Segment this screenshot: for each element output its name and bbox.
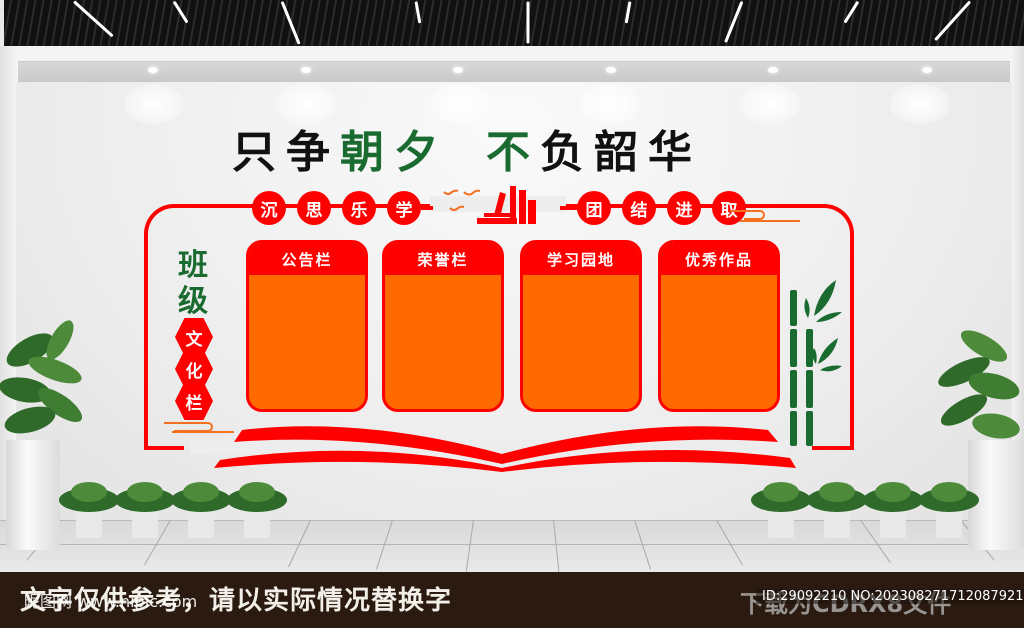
side-title-char: 班	[178, 248, 208, 283]
birds-icon	[443, 189, 481, 211]
wall-light-spot	[276, 84, 336, 124]
wall-light-spot	[124, 84, 184, 124]
motto-circle: 乐	[342, 191, 376, 225]
large-plant-pot-left	[6, 440, 60, 550]
panel-title: 优秀作品	[661, 243, 777, 275]
wall-light-spot	[430, 84, 490, 124]
ceiling-light	[934, 0, 972, 42]
ceiling-light	[72, 0, 114, 38]
ceiling-light	[843, 0, 860, 24]
downlight	[922, 67, 932, 73]
floor-tile-line	[0, 544, 1024, 545]
panel-title: 公告栏	[249, 243, 365, 275]
side-hex-char: 栏	[175, 382, 213, 420]
large-plant-left	[0, 320, 83, 434]
headline-char: 负	[540, 127, 594, 178]
motto-circle: 进	[667, 191, 701, 225]
wall-light-spot	[580, 84, 640, 124]
headline-char: 只	[232, 127, 286, 178]
motto-circle: 思	[297, 191, 331, 225]
left-pillar	[0, 46, 18, 526]
watermark-text: 昵图网 www.nipic.com	[24, 592, 198, 611]
headline-char: 韶	[594, 127, 648, 178]
ceiling-light	[280, 0, 301, 45]
small-plants-left	[59, 482, 287, 538]
ceiling-light	[526, 1, 530, 44]
open-book-icon	[214, 426, 796, 472]
motto-circle: 沉	[252, 191, 286, 225]
motto-circle: 学	[387, 191, 421, 225]
large-plant-pot-right	[968, 440, 1024, 550]
frame-corner-right	[812, 446, 854, 450]
downlight	[768, 67, 778, 73]
ceiling-light	[624, 1, 632, 24]
panel-title: 荣誉栏	[385, 243, 501, 275]
ceiling-soffit	[4, 46, 1024, 62]
right-pillar	[1010, 46, 1024, 526]
ceiling-light	[724, 0, 744, 43]
headline-char: 朝	[340, 127, 394, 178]
side-hex-char: 化	[175, 350, 213, 388]
cloud-swirl-icon	[164, 422, 234, 433]
banner-disclaimer: 文字仅供参考，请以实际情况替换字	[20, 586, 453, 616]
bamboo-icon	[790, 280, 842, 446]
books-icon	[477, 186, 536, 224]
showroom-scene: 只 争 朝 夕 不 负 韶 华 沉 思 乐 学 团 结 进 取	[0, 0, 1024, 572]
headline-char: 争	[286, 127, 340, 178]
headline-char: 夕	[394, 127, 448, 178]
panel-study-garden[interactable]: 学习园地	[520, 240, 642, 412]
floor	[0, 520, 1024, 572]
wall-light-spot	[890, 84, 950, 124]
downlight	[453, 67, 463, 73]
large-plant-right	[938, 330, 1020, 439]
panel-honor-board[interactable]: 荣誉栏	[382, 240, 504, 412]
downlight	[301, 67, 311, 73]
small-plants-right	[751, 482, 979, 538]
motto-connector	[560, 206, 578, 210]
motto-circle: 团	[577, 191, 611, 225]
panel-excellent-works[interactable]: 优秀作品	[658, 240, 780, 412]
panel-notice-board[interactable]: 公告栏	[246, 240, 368, 412]
headline-char: 华	[648, 127, 702, 178]
downlight	[606, 67, 616, 73]
birds-books-icon	[443, 186, 536, 224]
wall-light-spot	[740, 84, 800, 124]
downlight	[148, 67, 158, 73]
motto-circle: 结	[622, 191, 656, 225]
ceiling-light	[172, 0, 189, 24]
image-id-text: ID:29092210 NO:20230827171208792103	[756, 589, 1024, 604]
side-hex-char: 文	[175, 318, 213, 356]
ceiling-beam	[4, 62, 1024, 82]
headline-char: 不	[486, 127, 540, 178]
ceiling	[4, 0, 1024, 46]
side-title-char: 级	[178, 284, 208, 319]
motto-connector	[421, 206, 433, 210]
ceiling-light	[414, 1, 422, 24]
headline-slogan: 只 争 朝 夕 不 负 韶 华	[232, 118, 792, 178]
frame-gap	[190, 440, 790, 454]
motto-circle: 取	[712, 191, 746, 225]
cloud-swirl-icon	[730, 210, 800, 222]
panel-title: 学习园地	[523, 243, 639, 275]
frame-corner-left	[148, 446, 184, 450]
